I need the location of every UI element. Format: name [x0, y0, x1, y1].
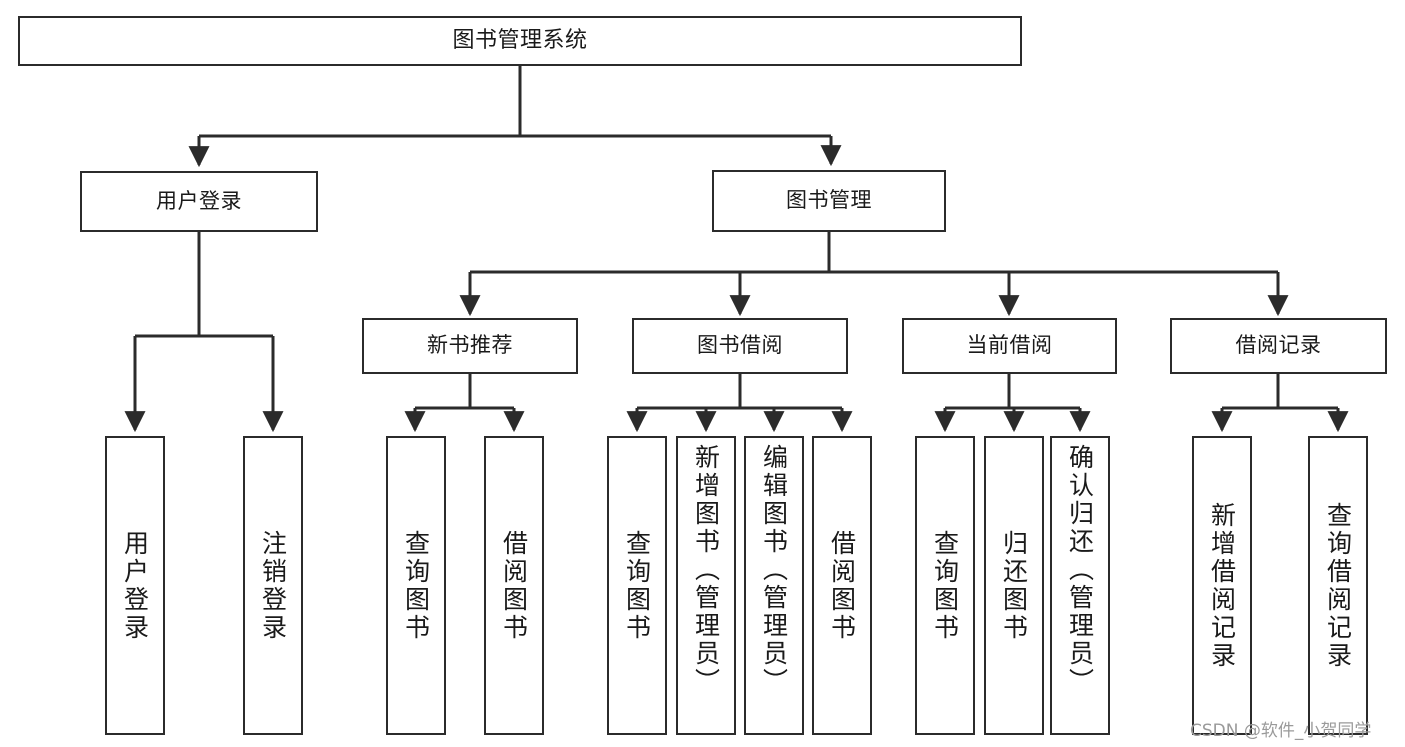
- node-label: 借阅图书: [827, 529, 857, 642]
- node-new-book-recommend[interactable]: 新书推荐: [362, 318, 578, 374]
- node-label: 归还图书: [999, 529, 1029, 642]
- node-label: 图书管理系统: [452, 27, 588, 53]
- node-label: 查询图书: [401, 529, 431, 642]
- node-label: 图书借阅: [697, 333, 783, 358]
- node-label: 借阅图书: [499, 529, 529, 642]
- node-leaf-query-book-3[interactable]: 查询图书: [915, 436, 975, 735]
- node-book-management[interactable]: 图书管理: [712, 170, 946, 232]
- node-leaf-return-book[interactable]: 归还图书: [984, 436, 1044, 735]
- node-label: 借阅记录: [1235, 333, 1322, 358]
- node-leaf-borrow-book-1[interactable]: 借阅图书: [484, 436, 544, 735]
- node-label: 新增借阅记录: [1207, 501, 1237, 670]
- node-label: 查询图书: [930, 529, 960, 642]
- node-label: 图书管理: [786, 188, 872, 213]
- node-borrow-record[interactable]: 借阅记录: [1170, 318, 1387, 374]
- node-label: 用户登录: [120, 529, 150, 642]
- node-label: 编辑图书（管理员）: [759, 444, 789, 696]
- node-root-book-management-system[interactable]: 图书管理系统: [18, 16, 1022, 66]
- node-user-login[interactable]: 用户登录: [80, 171, 318, 232]
- node-leaf-query-book-1[interactable]: 查询图书: [386, 436, 446, 735]
- node-leaf-user-login[interactable]: 用户登录: [105, 436, 165, 735]
- node-label: 当前借阅: [966, 333, 1053, 358]
- node-leaf-query-borrow-record[interactable]: 查询借阅记录: [1308, 436, 1368, 735]
- csdn-watermark: CSDN @软件_小贺同学: [1190, 721, 1372, 741]
- node-label: 注销登录: [258, 529, 288, 642]
- node-label: 查询图书: [622, 529, 652, 642]
- node-leaf-add-borrow-record[interactable]: 新增借阅记录: [1192, 436, 1252, 735]
- node-leaf-confirm-return-admin[interactable]: 确认归还（管理员）: [1050, 436, 1110, 735]
- node-label: 确认归还（管理员）: [1065, 444, 1095, 696]
- node-label: 用户登录: [156, 188, 242, 213]
- node-current-borrow[interactable]: 当前借阅: [902, 318, 1117, 374]
- node-label: 新书推荐: [427, 333, 513, 358]
- node-leaf-edit-book-admin[interactable]: 编辑图书（管理员）: [744, 436, 804, 735]
- node-label: 查询借阅记录: [1323, 501, 1353, 670]
- node-leaf-borrow-book-2[interactable]: 借阅图书: [812, 436, 872, 735]
- node-leaf-logout-login[interactable]: 注销登录: [243, 436, 303, 735]
- node-label: 新增图书（管理员）: [691, 444, 721, 696]
- node-book-borrow[interactable]: 图书借阅: [632, 318, 848, 374]
- node-leaf-add-book-admin[interactable]: 新增图书（管理员）: [676, 436, 736, 735]
- node-leaf-query-book-2[interactable]: 查询图书: [607, 436, 667, 735]
